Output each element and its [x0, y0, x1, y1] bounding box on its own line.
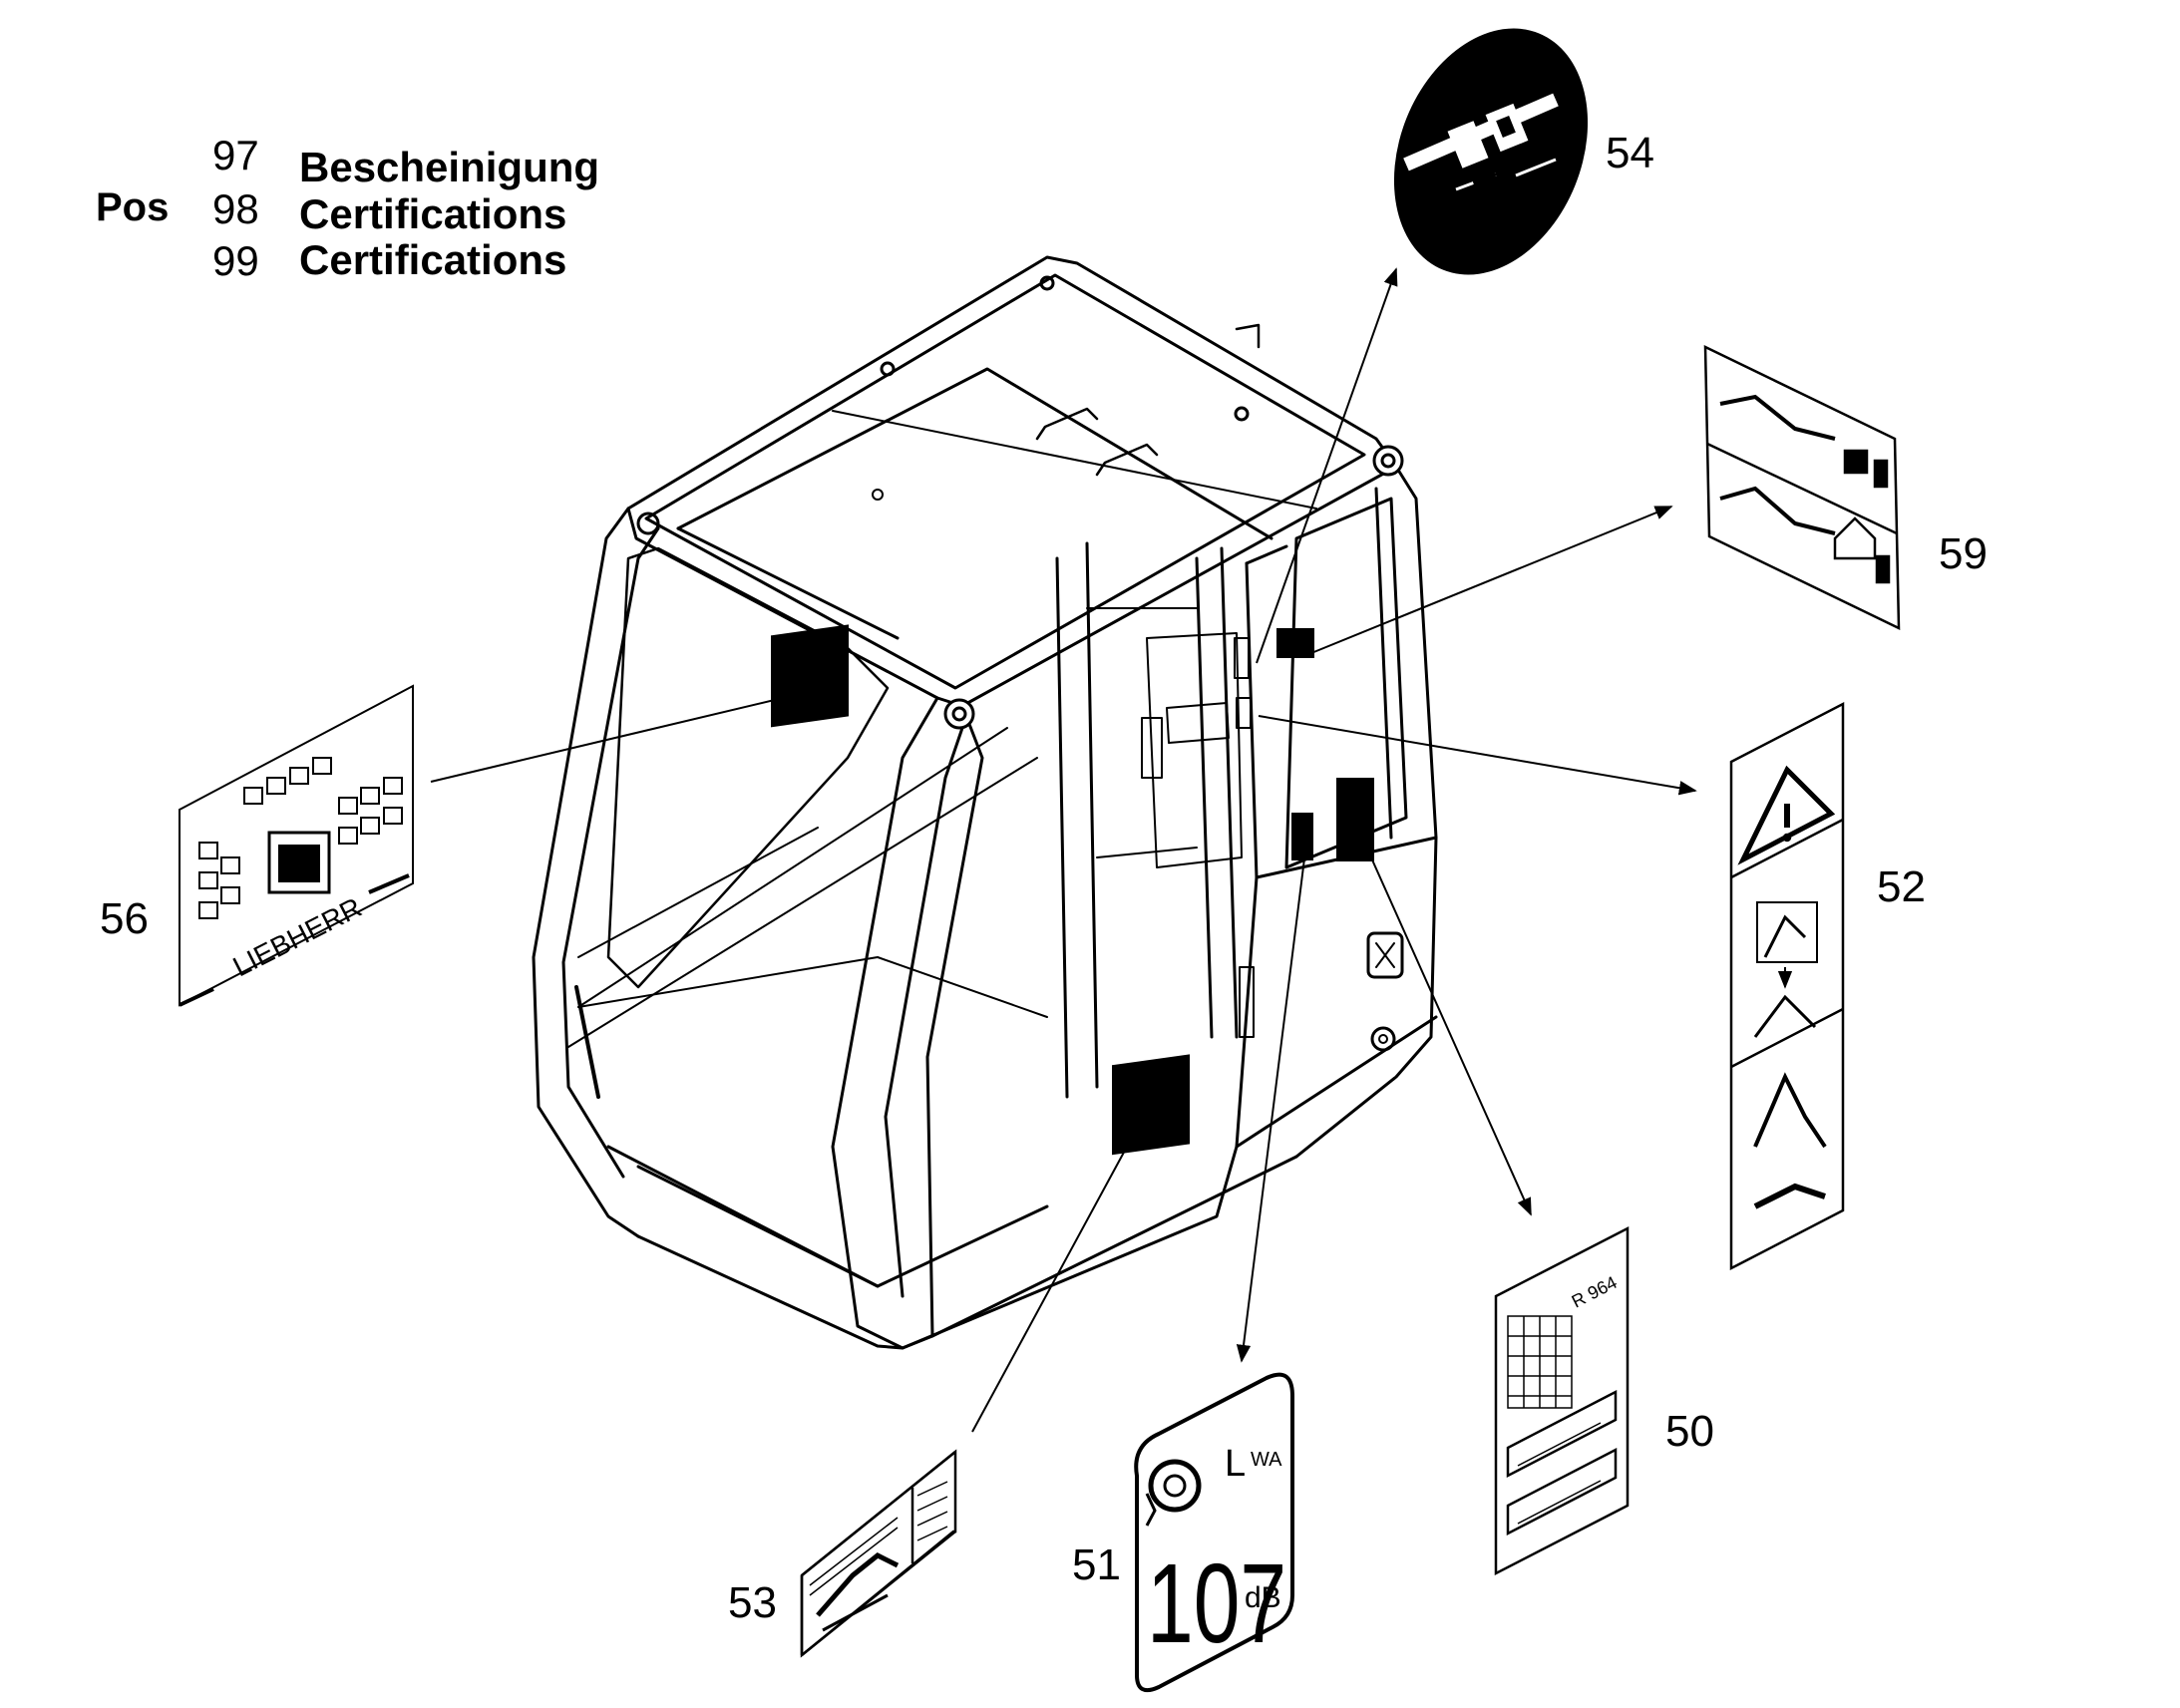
legend-text: Certifications: [299, 236, 567, 283]
cab-decal-markers: [771, 624, 1374, 1156]
decal-51-noise-subscript: WA: [1251, 1449, 1282, 1471]
legend-text: Bescheinigung: [299, 144, 600, 190]
legend-text: Certifications: [299, 190, 567, 237]
leader-53: [971, 1146, 1128, 1433]
leader-50: [1361, 837, 1532, 1216]
leader-lines: [430, 267, 1697, 1433]
callout-59: 59: [1939, 529, 1988, 578]
position-legend: Pos 97 Bescheinigung 98 Certifications 9…: [0, 0, 698, 299]
decal-51-noise-unit: dB: [1245, 1581, 1281, 1614]
callout-56: 56: [100, 894, 149, 943]
decal-56-control-layout-label: [179, 684, 414, 1007]
legend-number: 97: [212, 132, 259, 178]
leader-52: [1258, 715, 1697, 796]
callout-51: 51: [1072, 1540, 1121, 1589]
decal-54-travel-sign: [1393, 28, 1589, 275]
leader-51: [1236, 842, 1307, 1363]
callout-52: 52: [1877, 862, 1926, 911]
legend-pos-label: Pos: [96, 185, 170, 229]
decal-51-noise-symbol: L: [1225, 1443, 1246, 1485]
callout-53: 53: [728, 1578, 777, 1627]
decal-59-transport-label: [1703, 344, 1901, 631]
decal-53-safety-label: [800, 1449, 957, 1658]
leader-54: [1256, 267, 1398, 664]
decal-52-warning-label: [1729, 701, 1845, 1271]
legend-number: 98: [212, 185, 259, 232]
decal-marker-56: [771, 624, 849, 728]
decal-marker-59: [1276, 628, 1314, 658]
decal-50-model-label: [1494, 1225, 1630, 1576]
operator-cab: [532, 255, 1438, 1350]
decal-marker-50: [1336, 778, 1374, 861]
decal-marker-51: [1291, 813, 1313, 860]
decal-51-noise-value: 107: [1147, 1541, 1286, 1667]
callout-50: 50: [1665, 1407, 1714, 1456]
decal-marker-53: [1112, 1054, 1190, 1156]
legend-number: 99: [212, 237, 259, 284]
callout-54: 54: [1606, 129, 1654, 177]
decal-51-noise-label: [1134, 1372, 1294, 1692]
leader-56: [430, 697, 784, 783]
leader-59: [1310, 506, 1673, 654]
